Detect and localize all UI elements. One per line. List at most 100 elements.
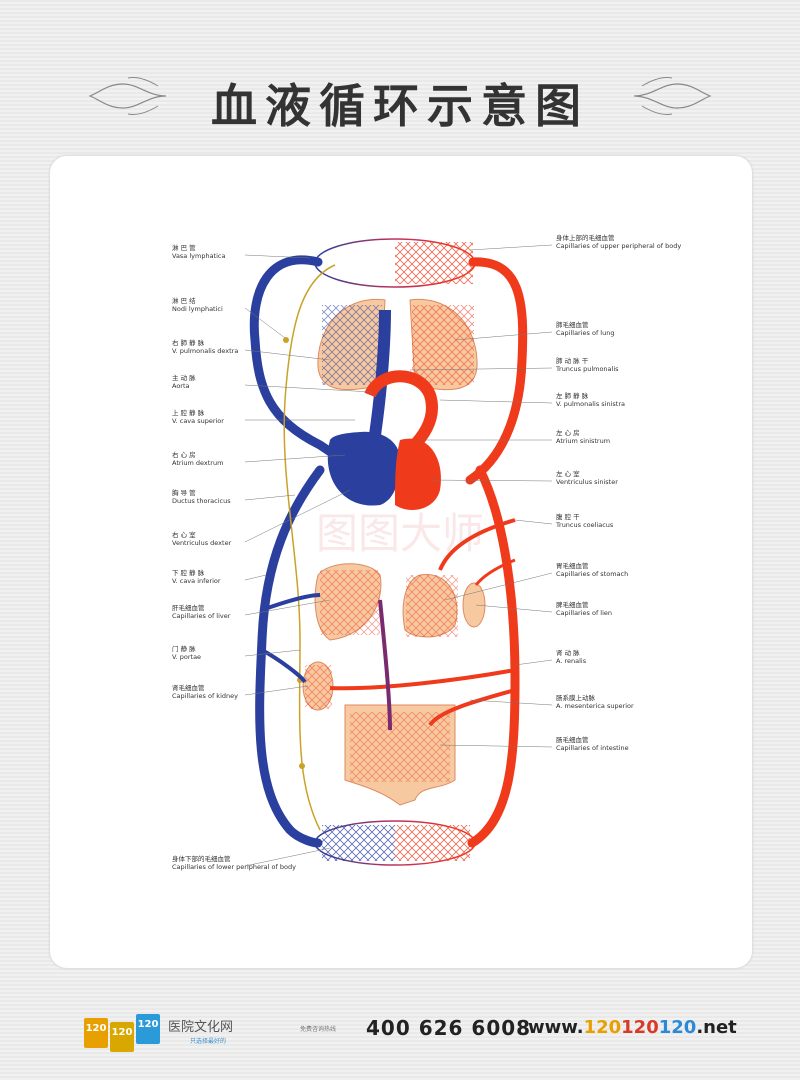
label-latin: Capillaries of liver	[172, 612, 231, 620]
url-prefix: www.	[528, 1017, 584, 1038]
label-cn: 右 肺 静 脉	[172, 338, 205, 347]
label-cn: 上 腔 静 脉	[172, 408, 205, 417]
label-cn: 肾 动 脉	[556, 648, 580, 657]
label-latin: A. mesenterica superior	[556, 702, 634, 710]
title-bar: 血液循环示意图	[0, 60, 800, 140]
leader-line	[244, 254, 311, 259]
label-latin: Ventriculus dexter	[172, 539, 232, 547]
leader-line	[244, 649, 301, 657]
label-latin: Capillaries of lien	[556, 609, 612, 617]
leader-line	[469, 699, 553, 706]
leader-line	[469, 244, 553, 251]
label-latin: Capillaries of upper peripheral of body	[556, 242, 681, 250]
watermark: 图图大师	[316, 509, 484, 558]
leader-line	[514, 659, 553, 666]
leader-line	[439, 744, 553, 748]
label-cn: 右 心 室	[172, 530, 196, 539]
footer: 120 120 120 医院文化网 只选择最好的 免费咨询热线 400 626 …	[0, 1000, 800, 1060]
label-cn: 下 腔 静 脉	[172, 568, 205, 577]
leader-line	[244, 454, 346, 463]
label-left-2: 右 肺 静 脉V. pulmonalis dextra	[172, 338, 331, 361]
label-latin: Atrium dextrum	[172, 459, 223, 467]
label-cn: 肺 动 脉 干	[556, 356, 589, 365]
label-cn: 身体上部的毛细血管	[556, 233, 615, 242]
ornament-right-icon	[633, 77, 712, 115]
label-latin: V. pulmonalis dextra	[172, 347, 238, 355]
label-latin: Capillaries of intestine	[556, 744, 629, 752]
label-latin: Truncus pulmonalis	[555, 365, 619, 373]
brand-name: 医院文化网	[168, 1020, 234, 1035]
url-part-1: 120	[583, 1017, 622, 1038]
leader-line	[244, 494, 296, 501]
logo-120-icon: 120	[84, 1018, 108, 1048]
liver	[314, 563, 382, 641]
label-latin: Capillaries of stomach	[556, 570, 628, 578]
leader-line	[244, 599, 331, 616]
label-latin: V. cava superior	[172, 417, 224, 425]
leader-line	[244, 307, 286, 339]
label-cn: 身体下部的毛细血管	[172, 854, 231, 863]
url-suffix: .net	[696, 1017, 737, 1038]
label-cn: 脾毛细血管	[556, 600, 589, 609]
logo-120-icon: 120	[136, 1014, 160, 1044]
label-latin: V. pulmonalis sinistra	[556, 400, 625, 408]
leader-line	[244, 847, 331, 867]
heart	[327, 309, 441, 510]
label-cn: 胃毛细血管	[556, 561, 589, 570]
label-cn: 肾毛细血管	[172, 683, 205, 692]
kidney	[302, 661, 334, 711]
leader-line	[409, 367, 553, 371]
website-link[interactable]: www.120120120.net	[528, 1017, 737, 1038]
spleen	[462, 582, 486, 628]
lymph-vessel	[283, 264, 336, 831]
leader-line	[244, 489, 351, 543]
url-part-3: 120	[658, 1017, 697, 1038]
label-right-9: 肾 动 脉A. renalis	[514, 648, 587, 666]
label-left-8: 下 腔 静 脉V. cava inferior	[172, 568, 267, 585]
label-latin: V. portae	[172, 653, 201, 661]
intestine	[344, 704, 456, 806]
label-latin: Ventriculus sinister	[556, 478, 618, 486]
systemic-vein-loop	[249, 255, 340, 848]
label-left-4: 上 腔 静 脉V. cava superior	[172, 408, 355, 425]
leader-line	[454, 331, 553, 341]
leader-line	[429, 479, 553, 482]
label-latin: Vasa lymphatica	[172, 252, 226, 260]
leader-line	[475, 604, 553, 613]
label-latin: Aorta	[172, 382, 190, 390]
label-cn: 肠毛细血管	[556, 735, 589, 744]
leader-line	[439, 399, 553, 404]
systemic-artery-loop	[465, 257, 528, 848]
leader-line	[244, 685, 309, 696]
label-cn: 左 心 室	[556, 469, 580, 478]
label-cn: 肺毛细血管	[556, 320, 589, 329]
brand-slogan: 只选择最好的	[190, 1038, 227, 1045]
label-latin: V. cava inferior	[172, 577, 221, 585]
label-latin: Ductus thoracicus	[172, 497, 231, 505]
leader-line	[244, 574, 267, 581]
label-cn: 胸 导 管	[172, 488, 196, 497]
label-cn: 肠系膜上动脉	[556, 693, 596, 702]
label-cn: 右 心 房	[172, 450, 196, 459]
label-latin: Atrium sinistrum	[556, 437, 610, 445]
label-latin: Capillaries of lower peripheral of body	[172, 863, 296, 871]
page-title: 血液循环示意图	[211, 79, 589, 133]
